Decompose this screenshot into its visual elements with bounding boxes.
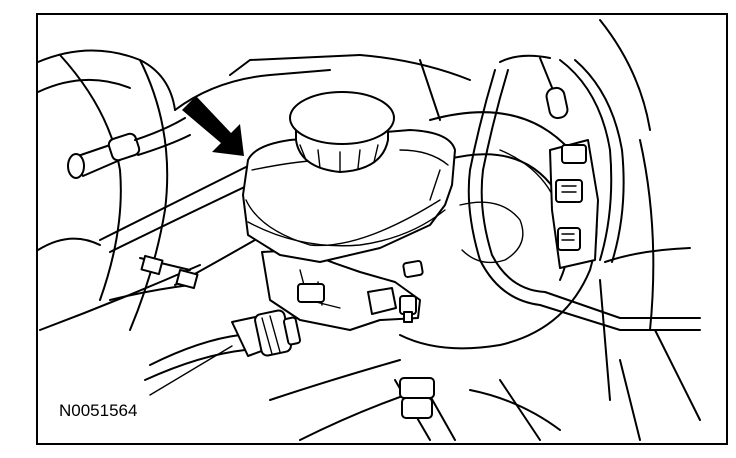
- fluid-reservoir: [242, 91, 456, 263]
- brake-lines: [99, 164, 256, 290]
- engine-bay-background: [37, 19, 701, 441]
- wiring-harness: [467, 54, 701, 331]
- vacuum-hose-fitting: [67, 117, 191, 179]
- callout-leader-line: [149, 345, 233, 396]
- master-cylinder: [261, 249, 424, 331]
- figure-callout-id: N0051564: [59, 401, 137, 420]
- arrow-icon: [182, 96, 244, 156]
- electrical-connector: [549, 139, 599, 269]
- brake-fluid-level-sensor: [144, 309, 302, 381]
